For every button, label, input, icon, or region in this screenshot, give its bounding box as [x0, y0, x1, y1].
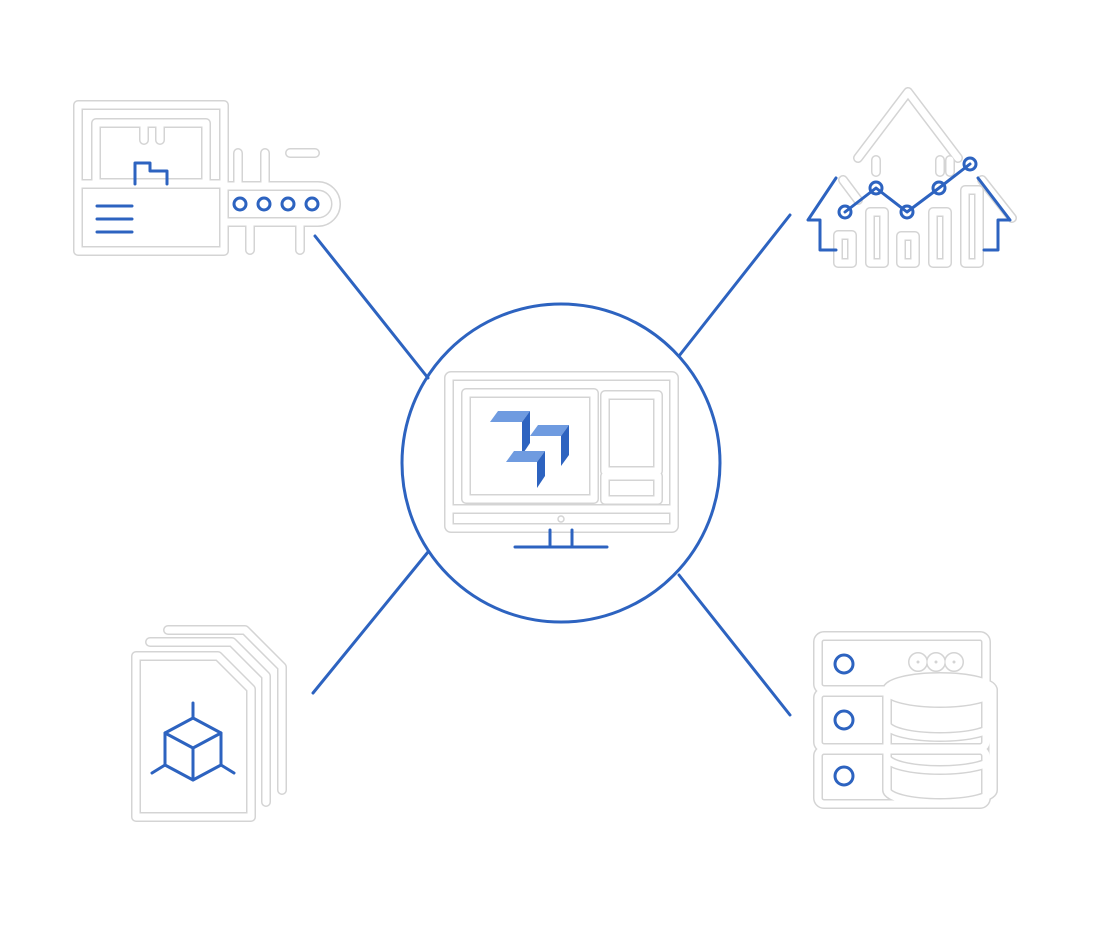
- hub-circle: [400, 302, 722, 624]
- connector-lines: [311, 213, 792, 717]
- connector-bottom-left: [311, 550, 430, 695]
- monitor-with-logo-icon: [444, 371, 679, 549]
- 3d-model-files-icon: [131, 625, 287, 822]
- central-hub: [400, 302, 722, 624]
- server-database-icon: [813, 631, 998, 809]
- house-analytics-icon: [806, 87, 1017, 268]
- machine-conveyor-icon: [73, 100, 341, 256]
- connector-bottom-right: [677, 573, 792, 717]
- connector-top-left: [313, 234, 430, 380]
- logo-mark: [490, 411, 569, 488]
- connector-top-right: [677, 213, 792, 358]
